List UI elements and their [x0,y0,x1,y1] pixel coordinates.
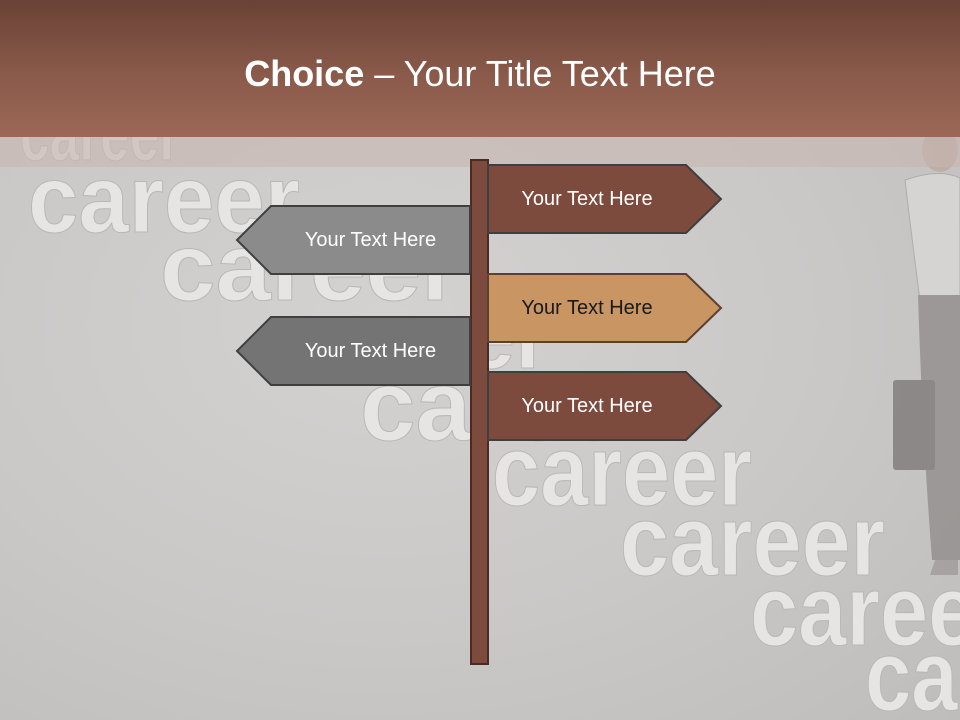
sign-2-label[interactable]: Your Text Here [304,229,437,251]
sign-1-label[interactable]: Your Text Here [521,188,653,210]
sign-4-label[interactable]: Your Text Here [304,340,437,362]
sign-3-label[interactable]: Your Text Here [521,297,653,319]
sign-2-arrow[interactable] [235,205,471,275]
bg-word: career [750,555,960,667]
title-bar [0,0,960,137]
sign-5-label[interactable]: Your Text Here [521,395,653,417]
bg-word: career [865,620,960,720]
signpost-pole [470,159,489,665]
title-bold-text: Choice [244,53,365,94]
sign-1-arrow[interactable] [487,164,723,234]
sign-3-arrow[interactable] [487,273,723,343]
bg-word: career [620,485,885,597]
slide-title[interactable]: Choice – Your Title Text Here [0,52,960,96]
sign-5-arrow[interactable] [487,371,723,441]
sign-4-arrow[interactable] [235,316,471,386]
title-rest-text: – Your Title Text Here [364,53,716,94]
